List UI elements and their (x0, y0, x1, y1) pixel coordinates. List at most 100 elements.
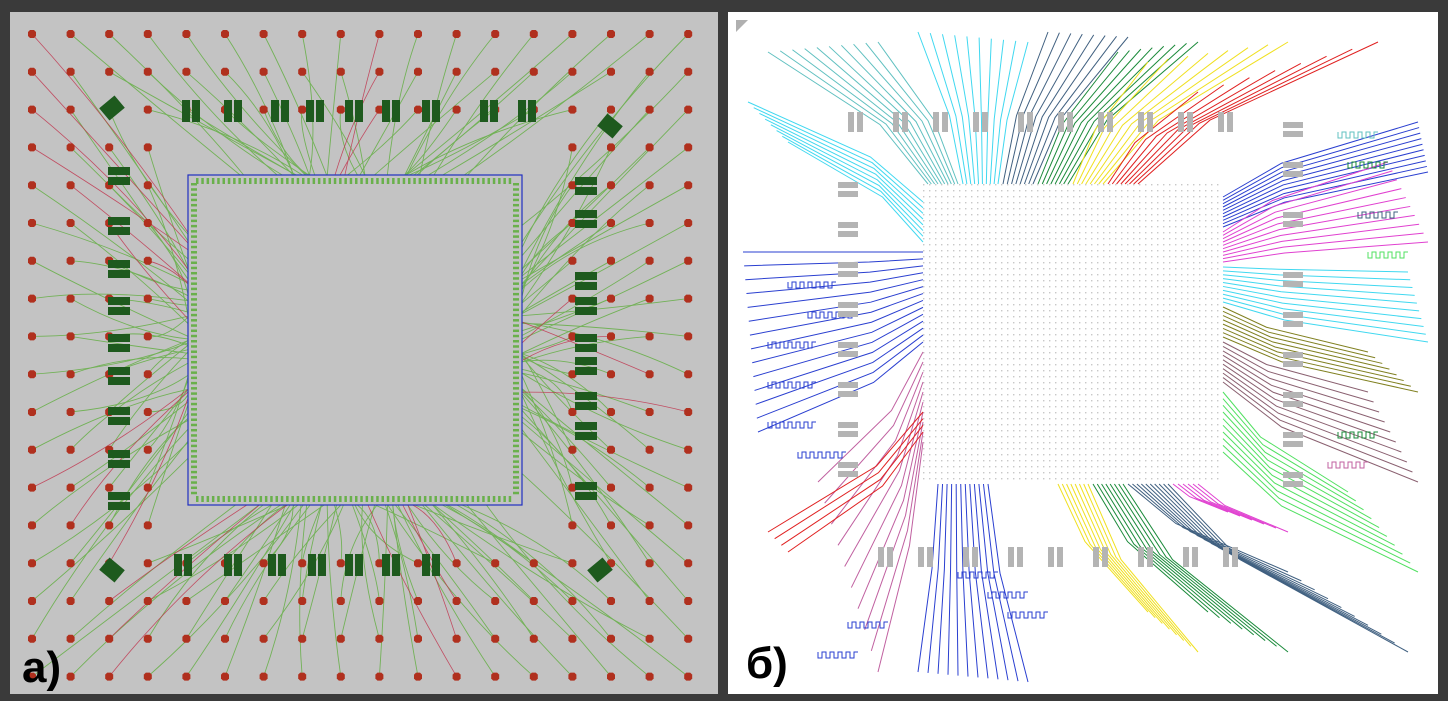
dot (923, 304, 925, 306)
dot (959, 412, 961, 414)
dot (1133, 340, 1135, 342)
bond-pad (386, 178, 390, 184)
trace (1167, 483, 1409, 653)
pad (684, 408, 693, 416)
dot (1079, 310, 1081, 312)
bond-pad (376, 496, 379, 502)
dot (1067, 418, 1069, 420)
dot (1199, 364, 1201, 366)
dot (1055, 442, 1057, 444)
dot (1103, 208, 1105, 210)
dot (953, 202, 955, 204)
dot (1067, 400, 1069, 402)
pad (607, 332, 615, 341)
dot (1097, 460, 1099, 462)
dot (1169, 382, 1171, 384)
pad (452, 30, 461, 38)
dot (1097, 214, 1099, 216)
dot (1001, 244, 1003, 246)
dot (1055, 310, 1057, 312)
trace (816, 47, 942, 185)
dot (1097, 370, 1099, 372)
dot (1061, 370, 1063, 372)
dot (1103, 262, 1105, 264)
dot (971, 334, 973, 336)
dot (1031, 328, 1033, 330)
trace (753, 313, 924, 378)
dot (1037, 292, 1039, 294)
dot (1001, 298, 1003, 300)
component (575, 334, 597, 342)
dot (923, 424, 925, 426)
dot (1145, 346, 1147, 348)
dot (953, 238, 955, 240)
dot (1121, 472, 1123, 474)
dot (983, 424, 985, 426)
dot (1067, 424, 1069, 426)
dot (923, 346, 925, 348)
bus-red-left (767, 411, 924, 553)
bond-pad (513, 224, 519, 228)
dot (1103, 244, 1105, 246)
dot (1037, 478, 1039, 480)
trace (752, 306, 924, 364)
dot (1121, 244, 1123, 246)
dot (1037, 412, 1039, 414)
dot (983, 442, 985, 444)
dot (1031, 358, 1033, 360)
meander (1007, 611, 1048, 619)
dot (1085, 226, 1087, 228)
bond-pad (386, 496, 390, 502)
dot (929, 226, 931, 228)
dot (1199, 202, 1201, 204)
dot (953, 226, 955, 228)
dot (1031, 220, 1033, 222)
dot (1019, 196, 1021, 198)
dot (1145, 202, 1147, 204)
trace (1118, 483, 1277, 647)
dot (1199, 454, 1201, 456)
dot (1127, 304, 1129, 306)
trace (1222, 391, 1349, 493)
dot (1133, 202, 1135, 204)
dot (1085, 256, 1087, 258)
dot (1001, 304, 1003, 306)
dot (1043, 256, 1045, 258)
dot (1187, 478, 1189, 480)
dot (1175, 460, 1177, 462)
pad (66, 332, 75, 341)
trace (407, 504, 457, 639)
dot (1073, 268, 1075, 270)
dot (1049, 340, 1051, 342)
dot (1031, 352, 1033, 354)
component (575, 297, 597, 305)
dot (1175, 346, 1177, 348)
pad (259, 597, 268, 605)
dot (959, 274, 961, 276)
dot (971, 262, 973, 264)
bond-pad (397, 178, 400, 184)
dot (1043, 292, 1045, 294)
dot (1073, 328, 1075, 330)
dot (1085, 358, 1087, 360)
pad (838, 462, 858, 468)
dot (923, 460, 925, 462)
dot (1091, 202, 1093, 204)
trace (1046, 48, 1142, 185)
dot (941, 184, 943, 186)
trace (466, 504, 612, 677)
component-pads-b (838, 112, 1303, 567)
dot (1085, 196, 1087, 198)
dot (1139, 214, 1141, 216)
dot (1169, 292, 1171, 294)
dot (941, 292, 943, 294)
trace (299, 504, 308, 677)
dot (1043, 406, 1045, 408)
dot (989, 412, 991, 414)
bond-pad (418, 496, 422, 502)
dot (1085, 280, 1087, 282)
dot (923, 436, 925, 438)
bond-pad (333, 496, 337, 502)
dot (1163, 352, 1165, 354)
dot (1079, 250, 1081, 252)
